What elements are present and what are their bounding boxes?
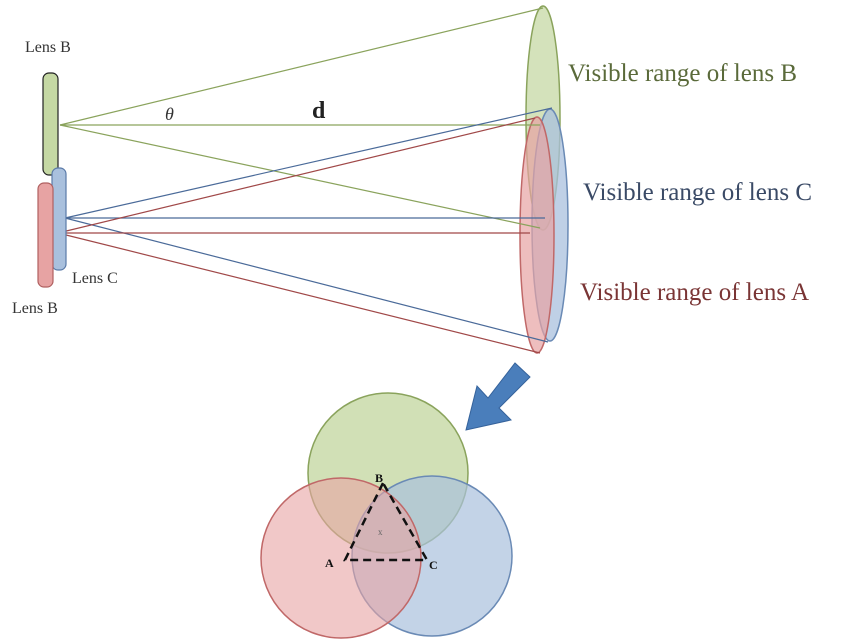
center-mark: x — [378, 527, 383, 537]
circle-red — [260, 477, 422, 639]
dashed-triangle — [342, 480, 430, 562]
angle-symbol: θ — [165, 104, 174, 124]
cone-lines-c — [64, 107, 553, 343]
lenses — [37, 72, 67, 288]
vertex-label-b: B — [375, 471, 383, 485]
range-label-c: Visible range of lens C — [583, 179, 812, 206]
distance-symbol: d — [312, 98, 326, 124]
range-label-b: Visible range of lens B — [568, 60, 797, 87]
cone-lines-b — [59, 7, 544, 229]
overlap-circles — [260, 392, 513, 639]
lens-top-label: Lens B — [25, 39, 71, 56]
vertex-label-a: A — [325, 556, 334, 570]
cone-lines-a — [57, 117, 541, 354]
lens-bottom-label: Lens B — [12, 300, 58, 317]
lens-c — [51, 167, 67, 271]
lens-b-top — [42, 72, 59, 176]
down-left-arrow-icon — [465, 362, 531, 431]
lens-middle-label: Lens C — [72, 270, 118, 287]
lens-b-bottom — [37, 182, 54, 288]
range-ellipse-a — [519, 116, 555, 354]
range-label-a: Visible range of lens A — [580, 279, 809, 306]
vertex-label-c: C — [429, 558, 438, 572]
far-ranges — [519, 5, 569, 354]
